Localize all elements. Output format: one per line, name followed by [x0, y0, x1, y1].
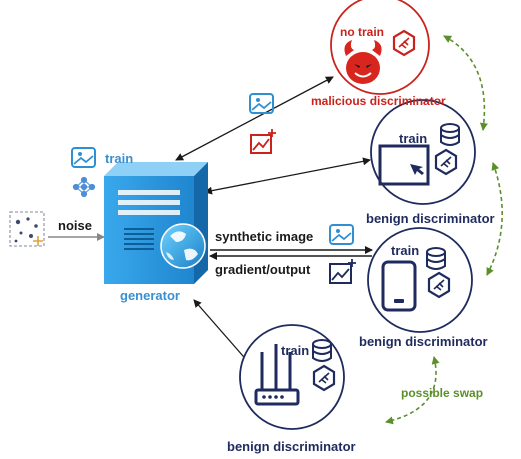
model-hexagon-icon: [312, 364, 336, 392]
globe-icon: [160, 223, 206, 269]
database-icon: [440, 123, 460, 146]
tablet-benign-discriminator-label: benign discriminator: [359, 334, 488, 349]
gradient-image-icon: [329, 259, 356, 284]
noise-label: noise: [58, 218, 92, 233]
arrow-generator-monitor: [204, 157, 371, 195]
tablet-train-label: train: [391, 243, 420, 258]
generator-label: generator: [120, 288, 180, 303]
generator-train-label: train: [105, 151, 134, 166]
synthetic-image-icon: [329, 224, 354, 245]
monitor-node-circle: [370, 99, 476, 205]
monitor-icon: [378, 144, 430, 186]
noise-scatter-icon: [9, 211, 45, 247]
synthetic-image-label: synthetic image: [215, 229, 314, 244]
possible-swap-label: possible swap: [401, 386, 484, 400]
database-icon: [426, 247, 446, 270]
malicious-gradient-icon: [250, 129, 276, 154]
router-train-label: train: [281, 343, 310, 358]
model-hexagon-icon: [427, 271, 451, 299]
swap-arrow-middle: [486, 162, 503, 276]
image-icon: [71, 147, 96, 168]
tablet-icon: [381, 260, 417, 312]
malicious-image-icon: [249, 93, 274, 114]
monitor-benign-discriminator-label: benign discriminator: [366, 211, 495, 226]
devil-icon: [344, 40, 382, 84]
database-icon: [312, 339, 332, 362]
no-train-label: no train: [340, 25, 384, 39]
arrow-generator-router: [193, 299, 251, 365]
arrow-generator-malicious: [175, 76, 334, 161]
malicious-discriminator-label: malicious discriminator: [311, 94, 446, 108]
router-icon: [254, 344, 300, 406]
neural-net-icon: [72, 176, 96, 198]
monitor-train-label: train: [399, 131, 428, 146]
model-hexagon-icon: [434, 148, 458, 176]
model-hexagon-icon: [392, 29, 416, 57]
gradient-output-label: gradient/output: [215, 262, 311, 277]
swap-arrow-bottom: [385, 356, 440, 425]
router-benign-discriminator-label: benign discriminator: [227, 439, 356, 454]
swap-arrow-top: [443, 35, 488, 131]
